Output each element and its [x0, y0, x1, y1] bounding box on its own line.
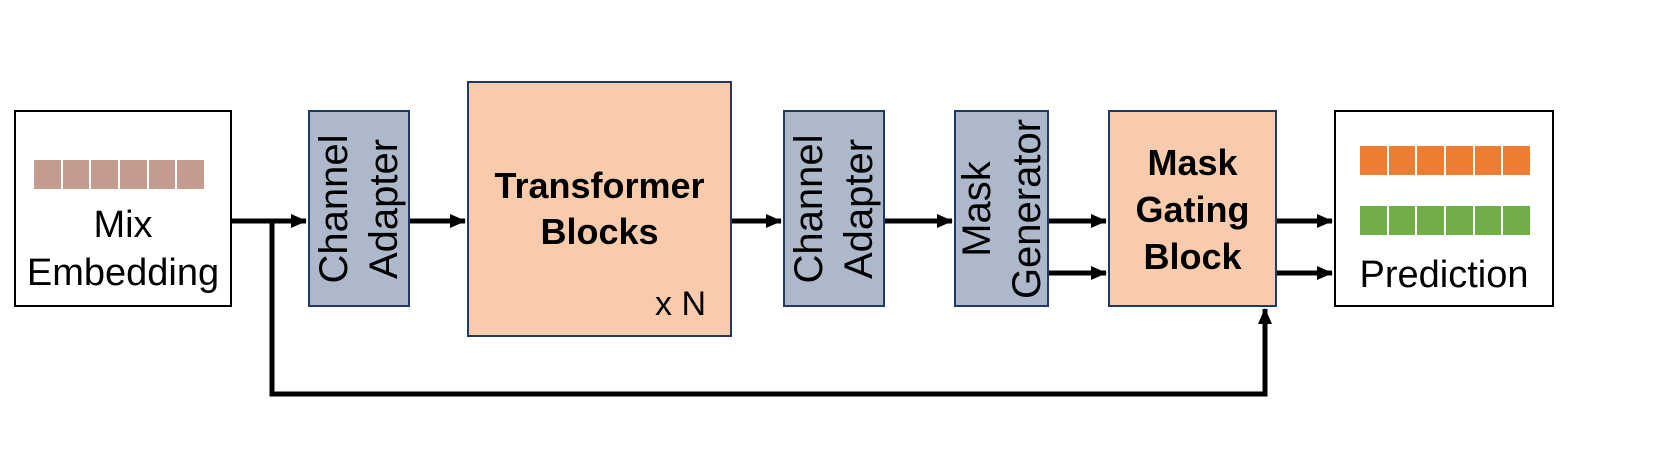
- prediction-cell-green: [1388, 206, 1418, 235]
- repeat-label: x N: [655, 285, 706, 323]
- embedding-label: Embedding: [26, 252, 220, 294]
- mix-embedding-block: Mix Embedding: [14, 110, 232, 307]
- prediction-cell-orange: [1503, 146, 1531, 175]
- prediction-cell-orange: [1446, 146, 1475, 175]
- embedding-cell: [177, 160, 205, 189]
- channel-adapter-block-1: Channel Adapter: [308, 110, 410, 307]
- transformer-label: Transformer: [494, 165, 705, 206]
- skip-connection-arrow: [269, 221, 1272, 397]
- channel-adapter-block-2: Channel Adapter: [783, 110, 885, 307]
- prediction-cell-green: [1417, 206, 1447, 235]
- blocks-label: Blocks: [540, 211, 659, 252]
- prediction-label: Prediction: [1359, 254, 1529, 296]
- mask-gating-line3: Block: [1143, 236, 1242, 277]
- prediction-cell-green: [1474, 206, 1504, 235]
- embedding-cell: [62, 160, 92, 189]
- embedding-cell: [34, 160, 63, 189]
- embedding-cell: [91, 160, 121, 189]
- embedding-cell: [148, 160, 178, 189]
- mask-gating-block: Mask Gating Block: [1108, 110, 1277, 307]
- prediction-cell-orange: [1360, 146, 1389, 175]
- prediction-cell-orange: [1417, 146, 1447, 175]
- embedding-strip: [34, 160, 205, 189]
- embedding-cell: [120, 160, 149, 189]
- mask-gating-line1: Mask: [1147, 142, 1238, 183]
- mask-generator-block: Mask Generator: [954, 110, 1049, 307]
- prediction-strip-green: [1360, 206, 1531, 235]
- prediction-strip-orange: [1360, 146, 1531, 175]
- prediction-block: Prediction: [1334, 110, 1554, 307]
- prediction-cell-green: [1360, 206, 1389, 235]
- prediction-cell-green: [1446, 206, 1475, 235]
- mix-label: Mix: [93, 204, 153, 246]
- transformer-blocks: Transformer Blocks x N: [467, 81, 732, 337]
- prediction-cell-orange: [1474, 146, 1504, 175]
- prediction-cell-green: [1503, 206, 1531, 235]
- mask-gating-line2: Gating: [1135, 189, 1250, 230]
- prediction-cell-orange: [1388, 146, 1418, 175]
